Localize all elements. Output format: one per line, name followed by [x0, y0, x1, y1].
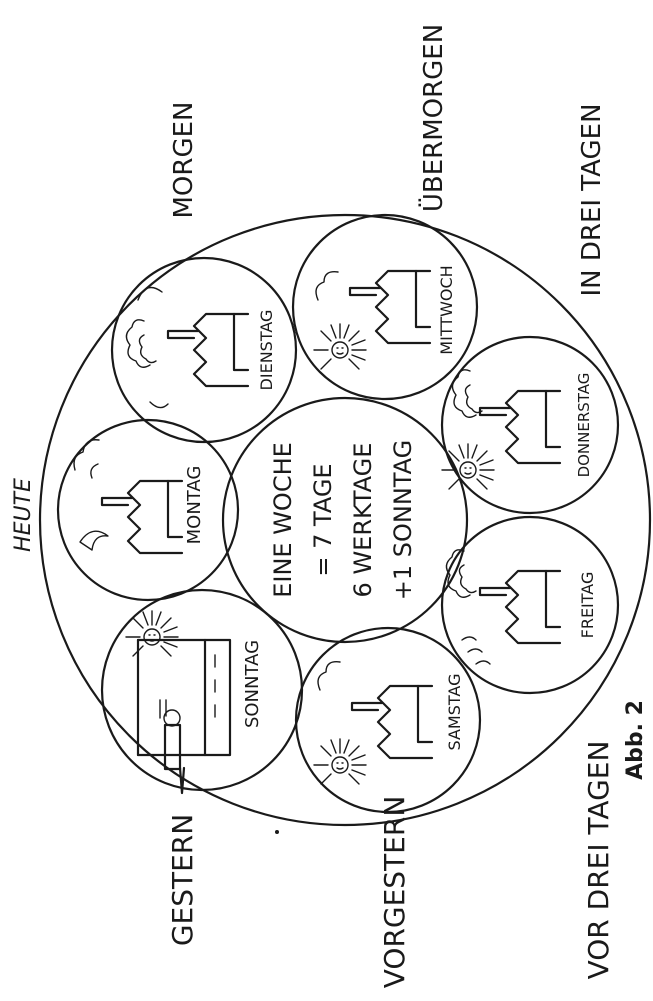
factory-icon [348, 269, 432, 345]
sun-icon [313, 323, 367, 370]
rain-icon [461, 636, 491, 665]
day-label-samstag: SAMSTAG [445, 674, 464, 751]
cloud-icon [125, 319, 157, 368]
label-in-drei-tagen: IN DREI TAGEN [577, 103, 607, 296]
label-morgen: MORGEN [169, 102, 199, 219]
sun-icon [313, 738, 367, 785]
center-line-3: 6 WERKTAGE [349, 443, 377, 598]
day-circle-samstag: SAMSTAG [294, 626, 482, 814]
label-gestern: GESTERN [166, 814, 199, 946]
factory-icon [166, 312, 250, 388]
wind-icon [137, 286, 169, 409]
day-circle-dienstag: DIENSTAG [110, 256, 298, 444]
day-circle-donnerstag: DONNERSTAG [440, 335, 620, 515]
center-line-1: EINE WOCHE [269, 442, 297, 598]
smoke-icon [315, 271, 339, 301]
label-vor-drei-tagen: VOR DREI TAGEN [582, 741, 615, 980]
label-uebermorgen: ÜBERMORGEN [417, 24, 449, 212]
sun-icon [441, 443, 495, 490]
center-caption: EINE WOCHE = 7 TAGE 6 WERKTAGE +1 SONNTA… [269, 440, 417, 600]
factory-icon [478, 569, 562, 645]
day-circle-sonntag: SONNTAG [100, 588, 304, 795]
moon-icon [79, 530, 109, 551]
label-vorgestern: VORGESTERN [378, 796, 411, 989]
center-circle [221, 396, 469, 644]
smoke-icon [73, 439, 100, 479]
day-label-freitag: FREITAG [578, 572, 597, 639]
factory-icon [350, 684, 434, 760]
day-circle-freitag: FREITAG [440, 515, 620, 695]
day-label-dienstag: DIENSTAG [257, 310, 276, 391]
label-heute: HEUTE [11, 478, 36, 552]
day-label-montag: MONTAG [184, 466, 205, 545]
day-label-mittwoch: MITTWOCH [437, 265, 456, 354]
center-line-2: = 7 TAGE [309, 463, 337, 576]
smoke-icon [317, 661, 341, 691]
stray-dot [275, 830, 279, 834]
day-label-donnerstag: DONNERSTAG [575, 373, 593, 478]
center-line-4: +1 SONNTAG [389, 440, 417, 600]
factory-icon [478, 389, 562, 465]
day-label-sonntag: SONNTAG [242, 640, 263, 728]
day-circle-mittwoch: MITTWOCH [291, 213, 479, 401]
outer-ring [38, 213, 652, 827]
figure-caption: Abb. 2 [623, 700, 648, 780]
church-icon [136, 638, 232, 795]
factory-icon [100, 479, 184, 555]
day-circle-montag: MONTAG [56, 418, 240, 602]
